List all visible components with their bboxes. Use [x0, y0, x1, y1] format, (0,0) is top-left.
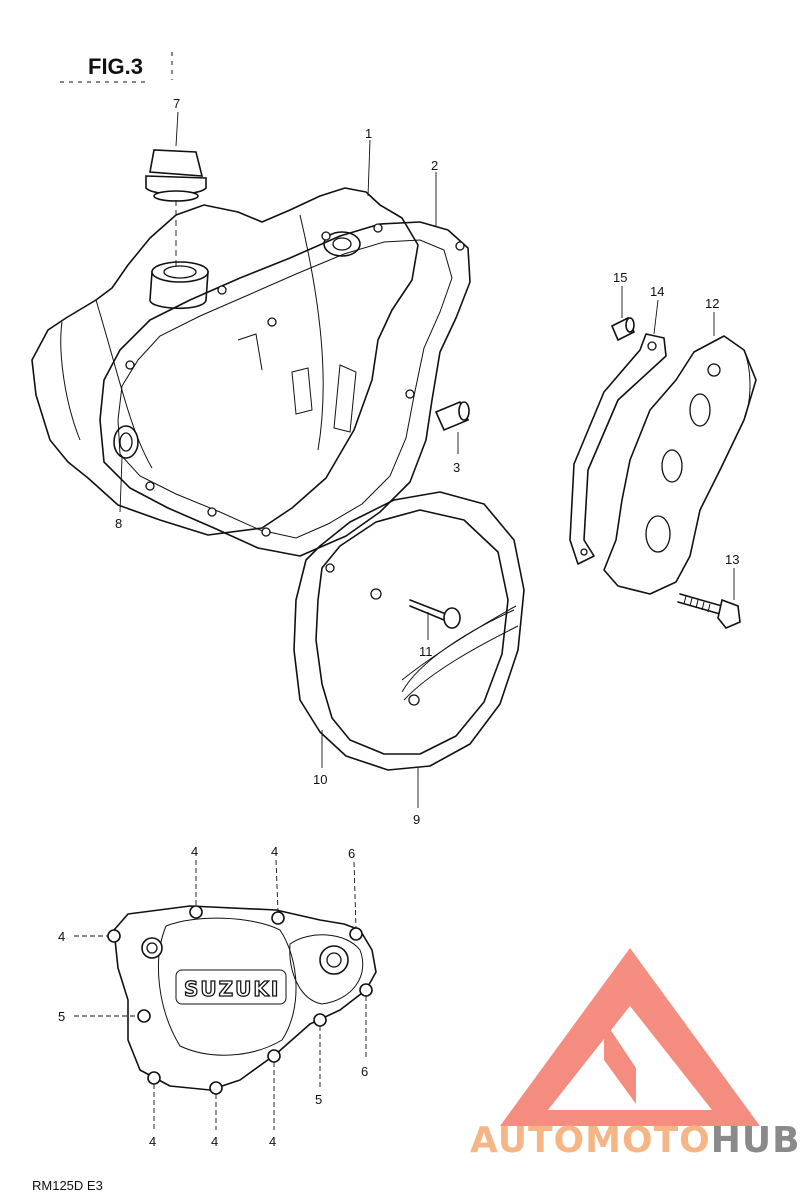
callout-14: 14	[650, 284, 664, 299]
watermark-text: AUTOMOTOHUB	[470, 1120, 800, 1161]
cover-emblem-suzuki: SUZUKI	[184, 977, 280, 1001]
callout-7: 7	[173, 96, 180, 111]
spacer	[610, 316, 636, 342]
callout-4-top-b: 4	[271, 844, 278, 859]
callout-4-bottom-a: 4	[149, 1134, 156, 1149]
callout-6-right: 6	[361, 1064, 368, 1079]
dowel-pin	[434, 400, 470, 432]
cover-gasket	[99, 221, 471, 557]
callout-4-top-a: 4	[191, 844, 198, 859]
oil-filler-cap	[145, 149, 207, 202]
callout-3: 3	[453, 460, 460, 475]
callout-6-top: 6	[348, 846, 355, 861]
callout-11: 11	[419, 644, 433, 659]
crankcase-cover	[31, 187, 419, 536]
callout-10: 10	[313, 772, 327, 787]
callout-4-left: 4	[58, 929, 65, 944]
callout-4-bottom-b: 4	[211, 1134, 218, 1149]
callout-2: 2	[431, 158, 438, 173]
watermark-inner-mark-icon	[604, 1020, 636, 1104]
watermark-word-b: HUB	[711, 1120, 800, 1161]
callout-9: 9	[413, 812, 420, 827]
spring-plate	[569, 333, 667, 565]
assembled-cover-view	[107, 905, 377, 1095]
model-code: RM125D E3	[32, 1178, 103, 1193]
callout-13: 13	[725, 552, 739, 567]
callout-5-bottom: 5	[315, 1092, 322, 1107]
leader-lines	[74, 111, 735, 1130]
magneto-cover	[293, 491, 525, 771]
callout-1: 1	[365, 126, 372, 141]
callout-15: 15	[613, 270, 627, 285]
callouts: 1 2 3 7 8 9 10 11 12 13 14 15 4 4 4 4 4 …	[58, 96, 739, 1149]
figure-title: FIG.3	[88, 54, 143, 79]
watermark-word-a: AUTOMOTO	[470, 1120, 711, 1161]
bolt	[677, 593, 741, 629]
watermark-logo	[500, 948, 760, 1126]
watermark-triangle-icon	[500, 948, 760, 1126]
screw	[409, 599, 461, 629]
callout-12: 12	[705, 296, 719, 311]
callout-4-bottom-c: 4	[269, 1134, 276, 1149]
callout-5-left: 5	[58, 1009, 65, 1024]
callout-8: 8	[115, 516, 122, 531]
bracket-plate	[603, 335, 757, 595]
